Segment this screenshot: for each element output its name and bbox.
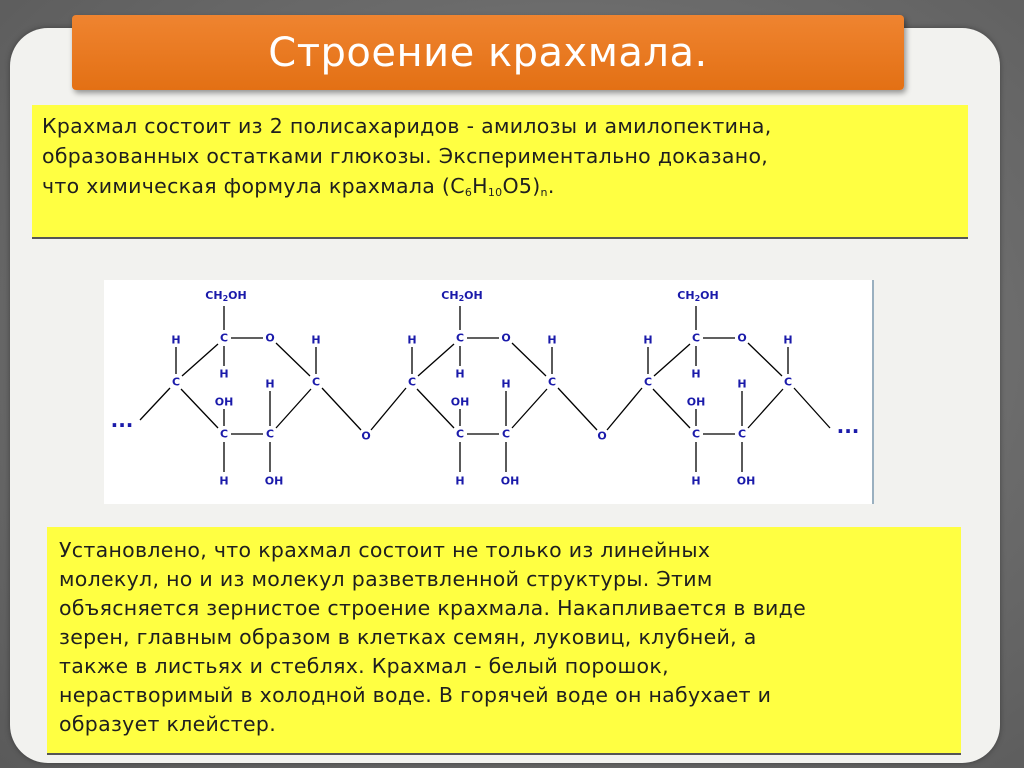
details-line: Установлено, что крахмал состоит не толь… — [59, 538, 711, 562]
carbon-atom: C — [548, 376, 556, 389]
formula-h: Н — [472, 174, 488, 198]
hydrogen-atom: H — [737, 378, 746, 391]
hydroxyl-group-label: OH — [687, 396, 706, 409]
carbon-atom: C — [784, 376, 792, 389]
ch2oh-group-label: CH2OH — [441, 289, 482, 303]
carbon-atom: C — [738, 428, 746, 441]
chain-start-bond — [139, 387, 171, 421]
hydrogen-atom: H — [265, 378, 274, 391]
hydroxyl-group-label: OH — [737, 475, 756, 488]
ring-oxygen-atom: O — [501, 332, 510, 345]
hydrogen-atom: H — [643, 334, 652, 347]
carbon-atom: C — [692, 428, 700, 441]
hydroxyl-group-label: OH — [451, 396, 470, 409]
bond-line — [747, 342, 783, 377]
formula-prefix: что химическая формула крахмала (С — [42, 174, 465, 198]
carbon-atom: C — [312, 376, 320, 389]
ring-oxygen-atom: O — [265, 332, 274, 345]
bond-line — [180, 388, 219, 429]
hydrogen-atom: H — [455, 368, 464, 381]
ring-oxygen-atom: O — [737, 332, 746, 345]
glycosidic-oxygen-atom: O — [361, 430, 370, 443]
intro-text-box: Крахмал состоит из 2 полисахаридов - ами… — [32, 105, 968, 239]
title-bar: Строение крахмала. — [72, 15, 904, 90]
intro-line-3: что химическая формула крахмала (С6Н10О5… — [42, 171, 958, 201]
ch2oh-group-label: CH2OH — [677, 289, 718, 303]
details-line: образует клейстер. — [59, 712, 277, 736]
bond-line — [275, 388, 312, 429]
carbon-atom: C — [456, 428, 464, 441]
bond-line — [747, 388, 784, 429]
bond-line — [653, 343, 691, 377]
carbon-atom: C — [408, 376, 416, 389]
carbon-atom: C — [692, 332, 700, 345]
bond-line — [557, 387, 598, 431]
details-line: нерастворимый в холодной воде. В горячей… — [59, 683, 772, 707]
hydrogen-atom: H — [311, 334, 320, 347]
ch2oh-group-label: CH2OH — [205, 289, 246, 303]
details-line: зерен, главным образом в клетках семян, … — [59, 625, 757, 649]
carbon-atom: C — [220, 332, 228, 345]
bond-line — [511, 342, 547, 377]
carbon-atom: C — [220, 428, 228, 441]
hydrogen-atom: H — [407, 334, 416, 347]
carbon-atom: C — [644, 376, 652, 389]
hydroxyl-group-label: OH — [215, 396, 234, 409]
bond-line — [370, 387, 407, 431]
hydrogen-atom: H — [783, 334, 792, 347]
carbon-atom: C — [172, 376, 180, 389]
bond-line — [606, 387, 643, 431]
details-line: объясняется зернистое строение крахмала.… — [59, 596, 807, 620]
hydroxyl-group-label: OH — [265, 475, 284, 488]
bond-line — [511, 388, 548, 429]
details-line: также в листьях и стеблях. Крахмал - бел… — [59, 654, 669, 678]
bond-line — [321, 387, 362, 431]
intro-line-2: образованных остатками глюкозы. Эксперим… — [42, 144, 769, 168]
hydrogen-atom: H — [547, 334, 556, 347]
chain-ellipsis-right: ... — [837, 414, 860, 438]
chain-ellipsis-left: ... — [111, 408, 134, 432]
carbon-atom: C — [502, 428, 510, 441]
formula-sub-n: n — [540, 186, 548, 199]
chain-end-bond — [793, 387, 831, 429]
bond-line — [275, 342, 311, 377]
bond-line — [652, 388, 691, 429]
hydrogen-atom: H — [501, 378, 510, 391]
details-line: молекул, но и из молекул разветвленной с… — [59, 567, 713, 591]
glycosidic-oxygen-atom: O — [597, 430, 606, 443]
formula-o: О5) — [502, 174, 541, 198]
hydrogen-atom: H — [691, 475, 700, 488]
formula-end: . — [547, 174, 555, 198]
hydrogen-atom: H — [691, 368, 700, 381]
formula-sub-c: 6 — [464, 186, 473, 199]
carbon-atom: C — [266, 428, 274, 441]
bond-line — [416, 388, 455, 429]
details-text-box: Установлено, что крахмал состоит не толь… — [47, 527, 961, 755]
bond-line — [417, 343, 455, 377]
slide-title: Строение крахмала. — [268, 29, 708, 76]
hydroxyl-group-label: OH — [501, 475, 520, 488]
intro-line-1: Крахмал состоит из 2 полисахаридов - ами… — [42, 114, 772, 138]
hydrogen-atom: H — [219, 368, 228, 381]
hydrogen-atom: H — [455, 475, 464, 488]
bond-line — [181, 343, 219, 377]
hydrogen-atom: H — [219, 475, 228, 488]
carbon-atom: C — [456, 332, 464, 345]
formula-sub-h: 10 — [487, 186, 503, 199]
hydrogen-atom: H — [171, 334, 180, 347]
